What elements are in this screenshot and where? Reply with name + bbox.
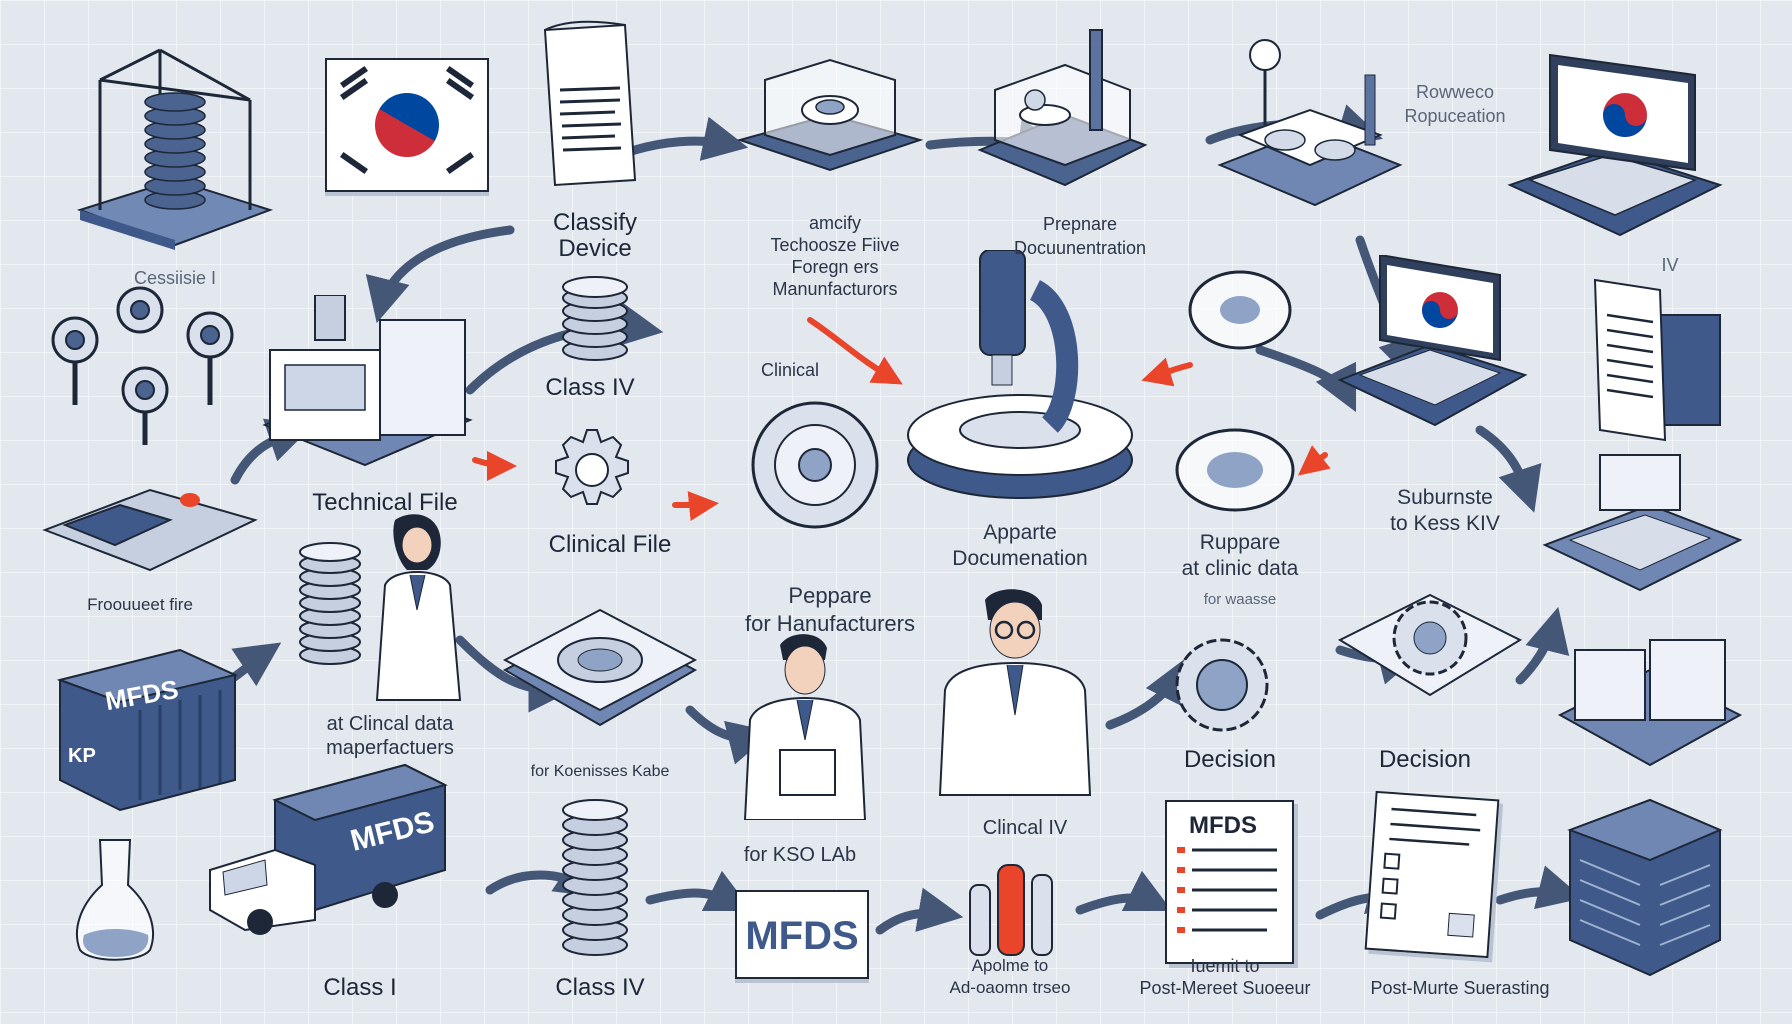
- red-arrow-1: [807, 317, 903, 385]
- label-apolme-to-ad-oaomn: Apolme to Ad-oaomn trseo: [949, 956, 1071, 997]
- label-class-i-top: Cessiisie I: [133, 268, 217, 288]
- mfds-sign-text: MFDS: [745, 914, 859, 958]
- mfds-document-title: MFDS: [1189, 812, 1257, 839]
- documents-stack-icon: [1593, 278, 1721, 442]
- arrow-right-d: [1515, 606, 1570, 685]
- glass-case-device-icon: [736, 58, 924, 172]
- coin-stack-icon: [562, 276, 628, 361]
- label-amcify-foreign-manufacturers: amcify Techoosze Fiive Foregn ers Manunf…: [770, 213, 900, 299]
- gears-icon: [51, 286, 234, 445]
- gear-icon-2: [1175, 638, 1269, 732]
- label-decision-1: Decision: [1183, 746, 1277, 773]
- label-clinical-data-manufacturers: at Clincal data maperfactuers: [326, 713, 454, 759]
- mfds-sign-icon: MFDS: [735, 890, 869, 979]
- coin-stack-frame-icon: [76, 48, 274, 250]
- label-ruppare-sub: for waasse: [1203, 591, 1277, 608]
- mfds-truck-icon: MFDS: [205, 760, 450, 940]
- scientist-woman-icon: [375, 514, 462, 701]
- coin-stack-tall-icon: [299, 542, 361, 665]
- label-clinical: Clinical: [760, 360, 820, 380]
- arrow-bottom-3: [875, 887, 964, 935]
- red-arrow-3: [472, 450, 517, 481]
- arrow-arc-left: [365, 225, 515, 324]
- arrow-arc-mid: [465, 302, 664, 395]
- scanner-plate-icon: [502, 608, 698, 727]
- gear-plate-icon: [1337, 593, 1523, 697]
- server-tower-icon: [1567, 798, 1723, 977]
- doctor-glasses-icon: [938, 589, 1092, 796]
- label-class-i-bottom: Class I: [323, 974, 397, 1001]
- label-class-iv-mid: Class IV: [545, 374, 635, 401]
- checklist-document-icon: [1364, 790, 1500, 959]
- test-tubes-icon: [969, 864, 1053, 956]
- red-arrow-4: [672, 491, 719, 522]
- microscope-icon: [907, 250, 1133, 499]
- label-for-kess-kabe: for Koenisses Kabe: [530, 763, 670, 780]
- doctor-clipboard-icon: [743, 634, 867, 820]
- label-classify-device: Classify Device: [552, 209, 637, 262]
- label-post-market-surveillance: Post-Murte Suerasting: [1370, 978, 1550, 998]
- label-product-file: Froouueet fire: [87, 595, 193, 614]
- kp-container-badge: KP: [68, 745, 96, 767]
- circular-device-icon: [751, 401, 879, 529]
- coin-stack-bottom-icon: [562, 799, 628, 956]
- tablet-device-icon: [42, 488, 258, 572]
- petri-dish-icon: [1188, 270, 1292, 350]
- arrow-right-mid: [1255, 345, 1357, 413]
- korean-flag-icon: [325, 58, 489, 192]
- label-clinical-file: Clinical File: [548, 531, 672, 558]
- label-clinical-iv: Clincal IV: [982, 817, 1068, 839]
- label-class-iv-bottom: Class IV: [555, 974, 645, 1001]
- red-arrow-2: [1141, 357, 1193, 387]
- server-racks-icon: [1557, 639, 1743, 767]
- label-for-kso-lab: for KSO LAb: [743, 844, 857, 866]
- microscope-station-icon: [1217, 39, 1403, 207]
- lab-equipment-icon: [977, 29, 1148, 187]
- mfds-container-icon: MFDS KP: [50, 640, 240, 815]
- label-decision-2: Decision: [1378, 746, 1472, 773]
- flask-icon: [76, 839, 154, 961]
- arrow-bottom-4: [1075, 870, 1173, 915]
- label-rowwece: Rowweco Ropuceation: [1404, 82, 1506, 126]
- machine-icon: [262, 295, 473, 467]
- laptop-flag-icon: [1507, 53, 1723, 237]
- gear-icon: [555, 429, 629, 505]
- label-prepare-for-manufacturers: Peppare for Hanufacturers: [745, 583, 915, 636]
- computer-station-icon: [1542, 454, 1743, 592]
- mfds-document-icon: MFDS: [1165, 800, 1294, 964]
- petri-dish-icon-2: [1175, 428, 1295, 512]
- label-submit-to-kess-kiv: Suburnste to Kess KIV: [1390, 486, 1500, 535]
- arrow-bottom-2: [645, 870, 753, 912]
- arrow-right-b: [1475, 425, 1542, 513]
- red-arrow-5: [1297, 445, 1331, 476]
- label-technical-file: Technical File: [312, 489, 458, 516]
- document-icon: [543, 20, 637, 187]
- label-class-iv-right: IV: [1661, 255, 1679, 275]
- arrow-bottom-6: [1495, 865, 1584, 910]
- label-prepare-documentation: Prepnare Docuunentration: [1013, 214, 1147, 258]
- label-apparte-documentation: Apparte Documenation: [952, 521, 1088, 570]
- laptop-flag-icon-2: [1337, 255, 1528, 427]
- label-ruppare-clinic-data: Ruppare at clinic data: [1181, 531, 1299, 580]
- label-submit-post-market: Iuemit to Post-Mereet Suoeeur: [1139, 956, 1311, 998]
